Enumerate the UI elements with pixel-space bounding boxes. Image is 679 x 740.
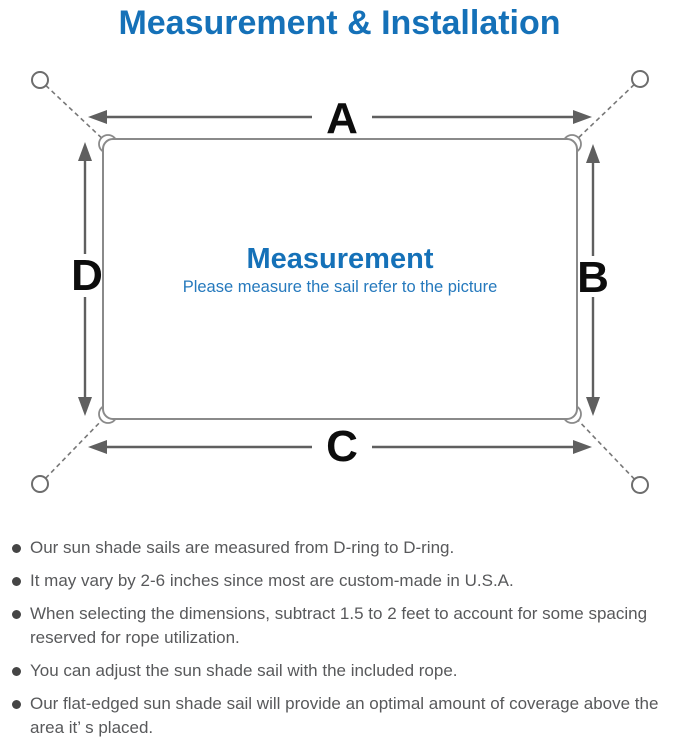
- anchor-ring-icon: [31, 475, 49, 493]
- notes-list: Our sun shade sails are measured from D-…: [0, 529, 679, 740]
- anchor-ring-icon: [31, 71, 49, 89]
- bullet-dot-icon: [12, 610, 21, 619]
- dimension-label-b: B: [577, 253, 609, 302]
- note-text: Our flat-edged sun shade sail will provi…: [30, 694, 659, 737]
- sail-outline: [102, 138, 578, 420]
- dimension-arrow-d: [78, 142, 92, 416]
- list-item: Our flat-edged sun shade sail will provi…: [12, 692, 679, 740]
- diagram-center-title: Measurement: [247, 243, 434, 275]
- rope-dashed-line-bottom-right: [572, 414, 641, 486]
- list-item: Our sun shade sails are measured from D-…: [12, 536, 679, 560]
- anchor-ring-icon: [631, 476, 649, 494]
- bullet-dot-icon: [12, 577, 21, 586]
- note-text: You can adjust the sun shade sail with t…: [30, 661, 458, 680]
- page-title: Measurement & Installation: [118, 4, 561, 42]
- rope-dashed-line-top-right: [572, 78, 641, 144]
- list-item: When selecting the dimensions, subtract …: [12, 602, 679, 650]
- bullet-dot-icon: [12, 667, 21, 676]
- list-item: You can adjust the sun shade sail with t…: [12, 659, 679, 683]
- dimension-label-a: A: [326, 94, 358, 143]
- measurement-diagram: A B C D Measurement Please measure the s…: [31, 70, 649, 494]
- list-item: It may vary by 2-6 inches since most are…: [12, 569, 679, 593]
- diagram-center-subtitle: Please measure the sail refer to the pic…: [183, 278, 498, 296]
- rope-dashed-line-top-left: [39, 79, 108, 144]
- note-text: Our sun shade sails are measured from D-…: [30, 538, 455, 557]
- rope-dashed-line-bottom-left: [39, 414, 108, 485]
- dimension-arrow-b: [586, 144, 600, 416]
- note-text: It may vary by 2-6 inches since most are…: [30, 571, 514, 590]
- anchor-ring-icon: [631, 70, 649, 88]
- dimension-label-c: C: [326, 422, 358, 471]
- bullet-dot-icon: [12, 544, 21, 553]
- bullet-dot-icon: [12, 700, 21, 709]
- dimension-label-d: D: [71, 251, 103, 300]
- dimension-arrow-a: [88, 110, 592, 124]
- note-text: When selecting the dimensions, subtract …: [30, 604, 648, 647]
- dimension-arrow-c: [88, 440, 592, 454]
